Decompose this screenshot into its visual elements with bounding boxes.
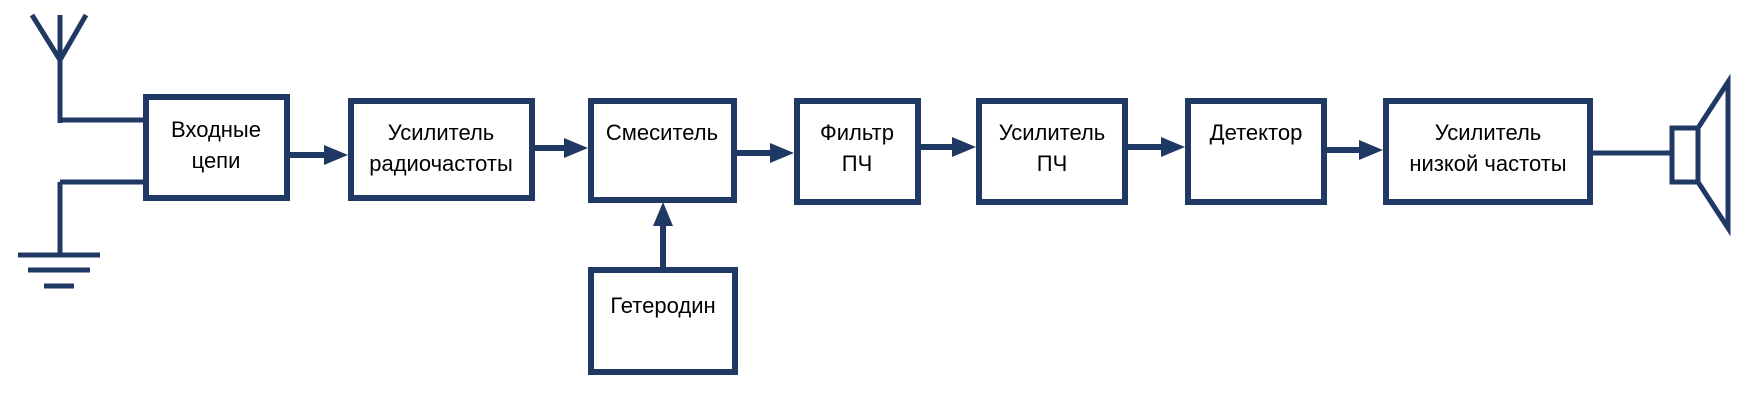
block-mixer-line-1: Смеситель [606,120,718,145]
block-local-oscillator-line-1: Гетеродин [610,293,715,318]
block-rf-amplifier-line-2: радиочастоты [369,151,513,176]
block-mixer: Смеситель [588,98,737,203]
arrow-mixer-to-iffilter [737,143,794,163]
block-local-oscillator: Гетеродин [588,267,738,375]
block-if-filter-line-1: Фильтр [820,120,894,145]
arrow-ifamp-to-detector [1128,137,1185,157]
block-input-circuits: Входные цепи [143,94,290,201]
block-detector: Детектор [1185,98,1327,205]
block-lf-amplifier-line-1: Усилитель [1435,120,1542,145]
block-detector-line-1: Детектор [1210,120,1303,145]
arrow-lo-to-mixer [653,202,673,267]
arrow-input-to-rfamp [289,145,348,165]
block-if-amplifier: Усилитель ПЧ [976,98,1128,205]
arrow-iffilter-to-ifamp [920,137,976,157]
block-rf-amplifier-line-1: Усилитель [388,120,495,145]
block-lf-amplifier: Усилитель низкой частоты [1383,98,1593,205]
block-if-amplifier-line-2: ПЧ [1037,151,1067,176]
block-input-circuits-line-1: Входные [171,117,261,142]
block-input-circuits-line-2: цепи [192,148,241,173]
speaker-icon [1669,73,1731,237]
ground-icon [18,179,146,289]
block-if-filter-line-2: ПЧ [842,151,872,176]
block-lf-amplifier-line-2: низкой частоты [1409,151,1566,176]
arrow-detector-to-lfamp [1326,140,1383,160]
block-if-amplifier-line-1: Усилитель [999,120,1106,145]
antenna-icon [29,13,146,123]
arrow-rfamp-to-mixer [534,138,588,158]
block-rf-amplifier: Усилитель радиочастоты [348,98,535,201]
block-if-filter: Фильтр ПЧ [794,98,921,205]
